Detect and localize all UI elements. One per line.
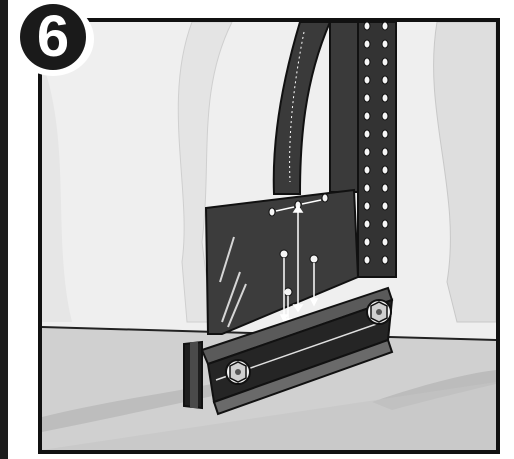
- hex-nut-left: [225, 359, 251, 385]
- wall-shadow-right: [433, 22, 496, 323]
- wall-shadow-far-left: [42, 62, 72, 322]
- vertical-post: [357, 22, 397, 278]
- template-grooves: [219, 236, 247, 328]
- template-arc-arm: [272, 22, 359, 195]
- step-number-badge: 6: [20, 4, 86, 70]
- template-plate: [204, 188, 360, 335]
- floor-shade: [42, 382, 496, 450]
- left-margin-bar: [0, 0, 8, 459]
- installation-illustration: [42, 22, 496, 450]
- template-slots: [268, 193, 329, 297]
- i-beam-rail: [183, 286, 394, 416]
- illustration-frame: [38, 18, 500, 454]
- hex-nut-right: [366, 299, 392, 325]
